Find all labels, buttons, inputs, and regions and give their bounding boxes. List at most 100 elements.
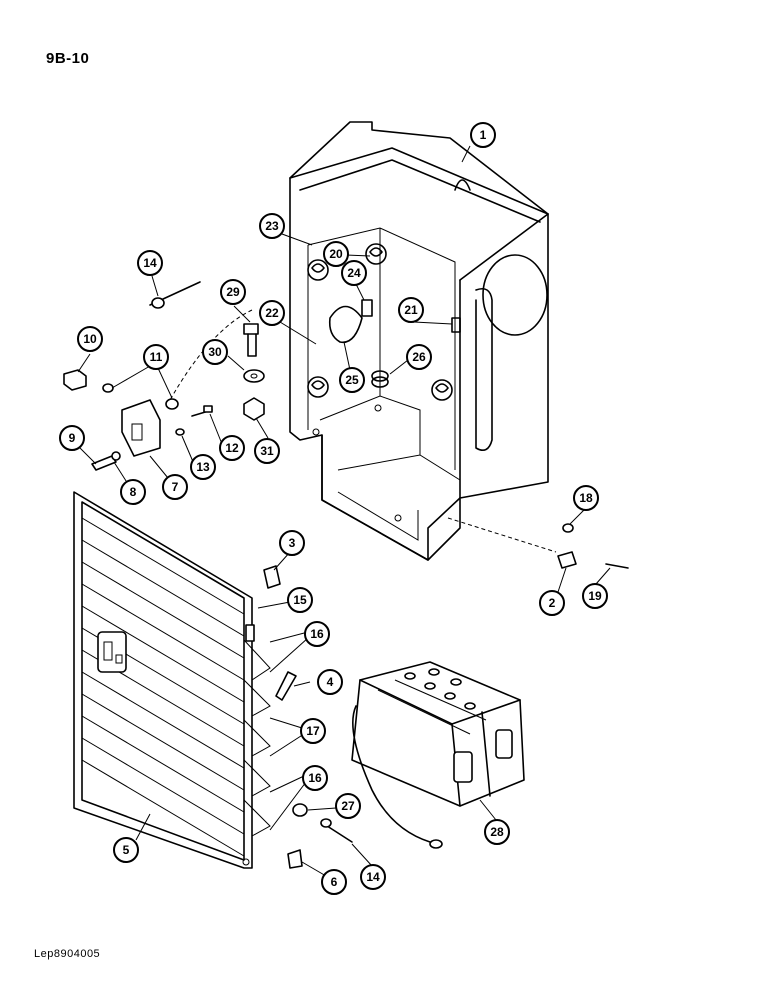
- callout-number: 14: [366, 870, 380, 884]
- callout-29: 29: [220, 279, 246, 305]
- callout-5: 5: [113, 837, 139, 863]
- callout-number: 29: [226, 285, 240, 299]
- callout-11: 11: [143, 344, 169, 370]
- batteries: [351, 661, 525, 849]
- callout-number: 10: [83, 332, 97, 346]
- callout-circle: [259, 300, 285, 326]
- callout-circle: [341, 260, 367, 286]
- callout-circle: [190, 454, 216, 480]
- callout-4: 4: [317, 669, 343, 695]
- callout-number: 24: [347, 266, 361, 280]
- callout-circle: [406, 344, 432, 370]
- callout-19: 19: [582, 583, 608, 609]
- callout-number: 27: [341, 799, 355, 813]
- callout-circle: [137, 250, 163, 276]
- callout-circle: [77, 326, 103, 352]
- callout-number: 28: [490, 825, 504, 839]
- callout-circle: [259, 213, 285, 239]
- callout-number: 30: [208, 345, 222, 359]
- hardware: [63, 281, 629, 869]
- callout-number: 6: [331, 875, 338, 889]
- callout-20: 20: [323, 241, 349, 267]
- callout-circle: [113, 837, 139, 863]
- callout-25: 25: [339, 367, 365, 393]
- callout-number: 7: [172, 480, 179, 494]
- callout-2: 2: [539, 590, 565, 616]
- callout-circle: [302, 765, 328, 791]
- callout-number: 25: [345, 373, 359, 387]
- callout-22: 22: [259, 300, 285, 326]
- callout-15: 15: [287, 587, 313, 613]
- callout-circle: [335, 793, 361, 819]
- callout-31: 31: [254, 438, 280, 464]
- callout-circle: [317, 669, 343, 695]
- callout-number: 11: [150, 350, 163, 364]
- callout-circle: [162, 474, 188, 500]
- callout-30: 30: [202, 339, 228, 365]
- callout-28: 28: [484, 819, 510, 845]
- callout-8: 8: [120, 479, 146, 505]
- callout-3: 3: [279, 530, 305, 556]
- callout-number: 20: [329, 247, 343, 261]
- callout-10: 10: [77, 326, 103, 352]
- callout-circle: [287, 587, 313, 613]
- page-code: 9B-10: [46, 50, 90, 67]
- callout-24: 24: [341, 260, 367, 286]
- callout-17: 17: [300, 718, 326, 744]
- callout-number: 17: [306, 724, 320, 738]
- battery-box: [289, 121, 549, 561]
- reference-code: Lep8904005: [34, 948, 101, 960]
- callout-circle: [254, 438, 280, 464]
- callout-number: 13: [196, 460, 210, 474]
- callout-number: 16: [310, 627, 324, 641]
- callout-16-bottom: 16: [302, 765, 328, 791]
- callout-circle: [360, 864, 386, 890]
- callout-21: 21: [398, 297, 424, 323]
- callout-number: 16: [308, 771, 322, 785]
- callout-number: 5: [123, 843, 130, 857]
- callout-circle: [339, 367, 365, 393]
- callout-26: 26: [406, 344, 432, 370]
- callout-number: 8: [130, 485, 137, 499]
- callout-circle: [202, 339, 228, 365]
- callout-number: 19: [588, 589, 602, 603]
- callout-circle: [573, 485, 599, 511]
- callout-13: 13: [190, 454, 216, 480]
- callout-circle: [220, 279, 246, 305]
- callout-circle: [321, 869, 347, 895]
- callout-circle: [143, 344, 169, 370]
- callout-number: 12: [225, 441, 239, 455]
- callout-circle: [279, 530, 305, 556]
- callout-number: 22: [265, 306, 279, 320]
- callout-circle: [539, 590, 565, 616]
- callout-circle: [398, 297, 424, 323]
- callout-7: 7: [162, 474, 188, 500]
- callout-number: 3: [289, 536, 296, 550]
- callout-number: 15: [293, 593, 307, 607]
- callout-9: 9: [59, 425, 85, 451]
- callout-27: 27: [335, 793, 361, 819]
- callout-16-top: 16: [304, 621, 330, 647]
- callout-circle: [59, 425, 85, 451]
- callout-number: 18: [579, 491, 593, 505]
- callout-number: 2: [549, 596, 556, 610]
- callout-circle: [219, 435, 245, 461]
- callout-18: 18: [573, 485, 599, 511]
- callout-number: 14: [143, 256, 157, 270]
- callout-circle: [582, 583, 608, 609]
- callout-14-top: 14: [137, 250, 163, 276]
- callout-number: 31: [260, 444, 274, 458]
- leader-lines: [77, 145, 611, 877]
- callout-23: 23: [259, 213, 285, 239]
- callout-number: 1: [480, 128, 487, 142]
- louvered-door: [73, 491, 271, 869]
- callout-number: 23: [265, 219, 279, 233]
- callout-circle: [484, 819, 510, 845]
- callout-circle: [120, 479, 146, 505]
- callout-14-bottom: 14: [360, 864, 386, 890]
- callout-circle: [304, 621, 330, 647]
- callout-1: 1: [470, 122, 496, 148]
- callout-circle: [300, 718, 326, 744]
- callout-number: 9: [69, 431, 76, 445]
